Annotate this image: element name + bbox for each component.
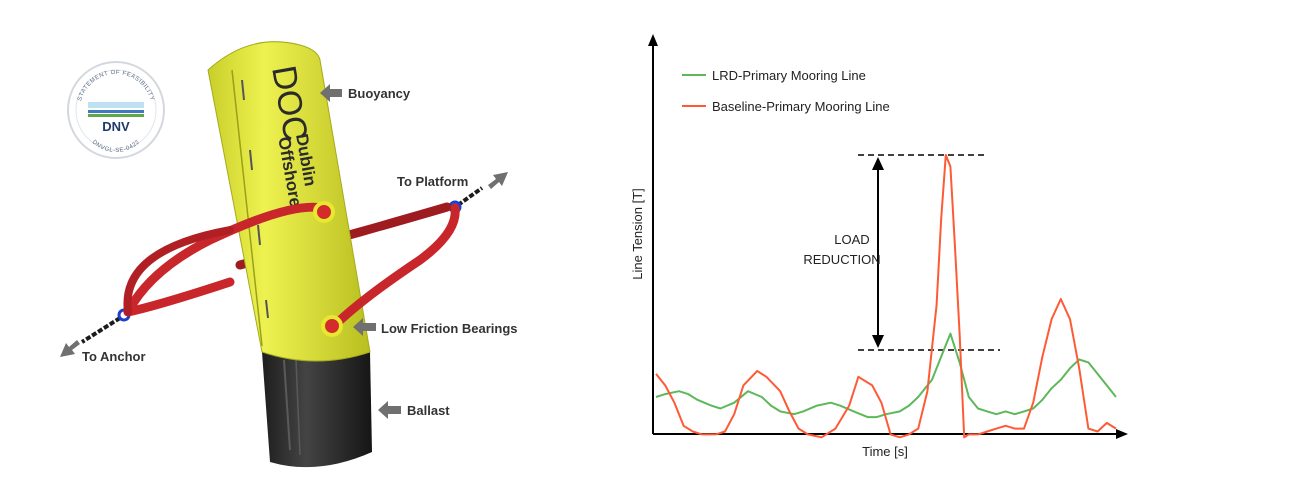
bearing-upper [313,201,335,223]
y-axis-label: Line Tension [T] [630,188,645,280]
chart-legend: LRD-Primary Mooring Line Baseline-Primar… [682,68,890,114]
y-axis-arrow-icon [648,34,658,46]
x-axis-label: Time [s] [862,444,908,459]
tension-chart: Line Tension [T] Time [s] LRD-Primary Mo… [630,34,1128,459]
label-to-platform: To Platform [397,174,468,189]
series-layer [655,154,1117,439]
badge-brand: DNV [102,119,130,134]
series-lrd-line [655,332,1117,419]
label-low-friction-bearings: Low Friction Bearings [381,321,518,336]
ballast [262,352,372,468]
buoy-body [207,41,371,362]
legend-label-baseline: Baseline-Primary Mooring Line [712,99,890,114]
reduction-arrow-up-icon [872,157,884,170]
arrow-buoyancy-icon [320,84,342,102]
bearing-lower [321,315,343,337]
arrow-anchor-icon [60,340,80,357]
reduction-arrow-down-icon [872,335,884,348]
chain-to-anchor [80,308,131,344]
load-reduction-annotation: LOAD REDUCTION [803,154,1000,351]
link-back-upper [235,202,452,270]
certification-badge: STATEMENT OF FEASIBILITY DNVGL-SE-0422 D… [67,61,165,159]
arrow-platform-icon [488,172,508,189]
x-axis-arrow-icon [1116,429,1128,439]
series-baseline-line [655,154,1117,439]
label-buoyancy: Buoyancy [348,86,411,101]
badge-stripe-blue [88,110,144,113]
arrow-bearings-icon [353,318,376,336]
legend-label-lrd: LRD-Primary Mooring Line [712,68,866,83]
annotation-line1: LOAD [834,232,869,247]
annotation-line2: REDUCTION [803,252,880,267]
link-front-lower [123,202,460,333]
badge-stripe-light [88,102,144,108]
buoy-illustration: DOC Dublin Offshore [80,41,484,468]
link-front-back [123,226,234,316]
badge-stripe-green [88,114,144,117]
callout-arrows [60,84,508,419]
label-ballast: Ballast [407,403,450,418]
label-to-anchor: To Anchor [82,349,146,364]
arrow-ballast-icon [378,401,401,419]
